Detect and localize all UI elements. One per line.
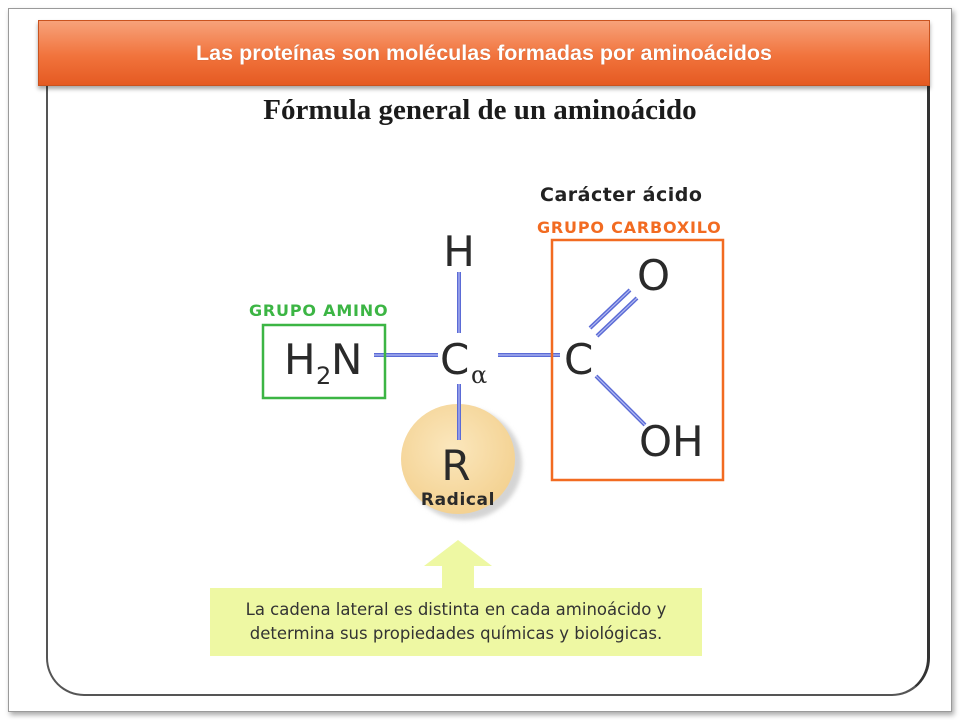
amino-subscript: 2 (316, 362, 331, 390)
diagram-subtitle: Fórmula general de un aminoácido (263, 94, 697, 126)
acid-character-label: Carácter ácido (540, 184, 703, 206)
note-line-1: La cadena lateral es distinta en cada am… (245, 600, 667, 619)
amino-h-atom: H (284, 335, 316, 384)
carboxyl-carbon-atom: C (564, 335, 593, 384)
slide-title: Las proteínas son moléculas formadas por… (196, 40, 772, 65)
amino-group-label: GRUPO AMINO (249, 301, 388, 320)
radical-label: Radical (421, 490, 495, 510)
radical-circle (401, 404, 515, 514)
top-hydrogen-atom: H (443, 227, 475, 276)
alpha-symbol: α (471, 361, 487, 389)
amino-n-atom: N (331, 335, 362, 384)
note-line-2: determina sus propiedades químicas y bio… (249, 624, 663, 643)
title-bar: Las proteínas son moléculas formadas por… (38, 20, 930, 86)
double-bond-c-o (588, 288, 639, 338)
slide-content-border (46, 20, 930, 696)
alpha-carbon-atom: C (440, 335, 469, 384)
carboxyl-group-box (550, 238, 725, 482)
bond-c-oh (594, 374, 647, 427)
arrow-up-icon (424, 540, 492, 590)
carboxyl-group-label: GRUPO CARBOXILO (537, 218, 722, 237)
amino-group-box (261, 323, 387, 400)
oxygen-atom: O (637, 251, 670, 300)
hydroxyl-group: OH (639, 417, 704, 466)
side-chain-note: La cadena lateral es distinta en cada am… (210, 588, 702, 656)
radical-symbol: R (441, 441, 470, 490)
chemical-bonds (374, 272, 647, 440)
